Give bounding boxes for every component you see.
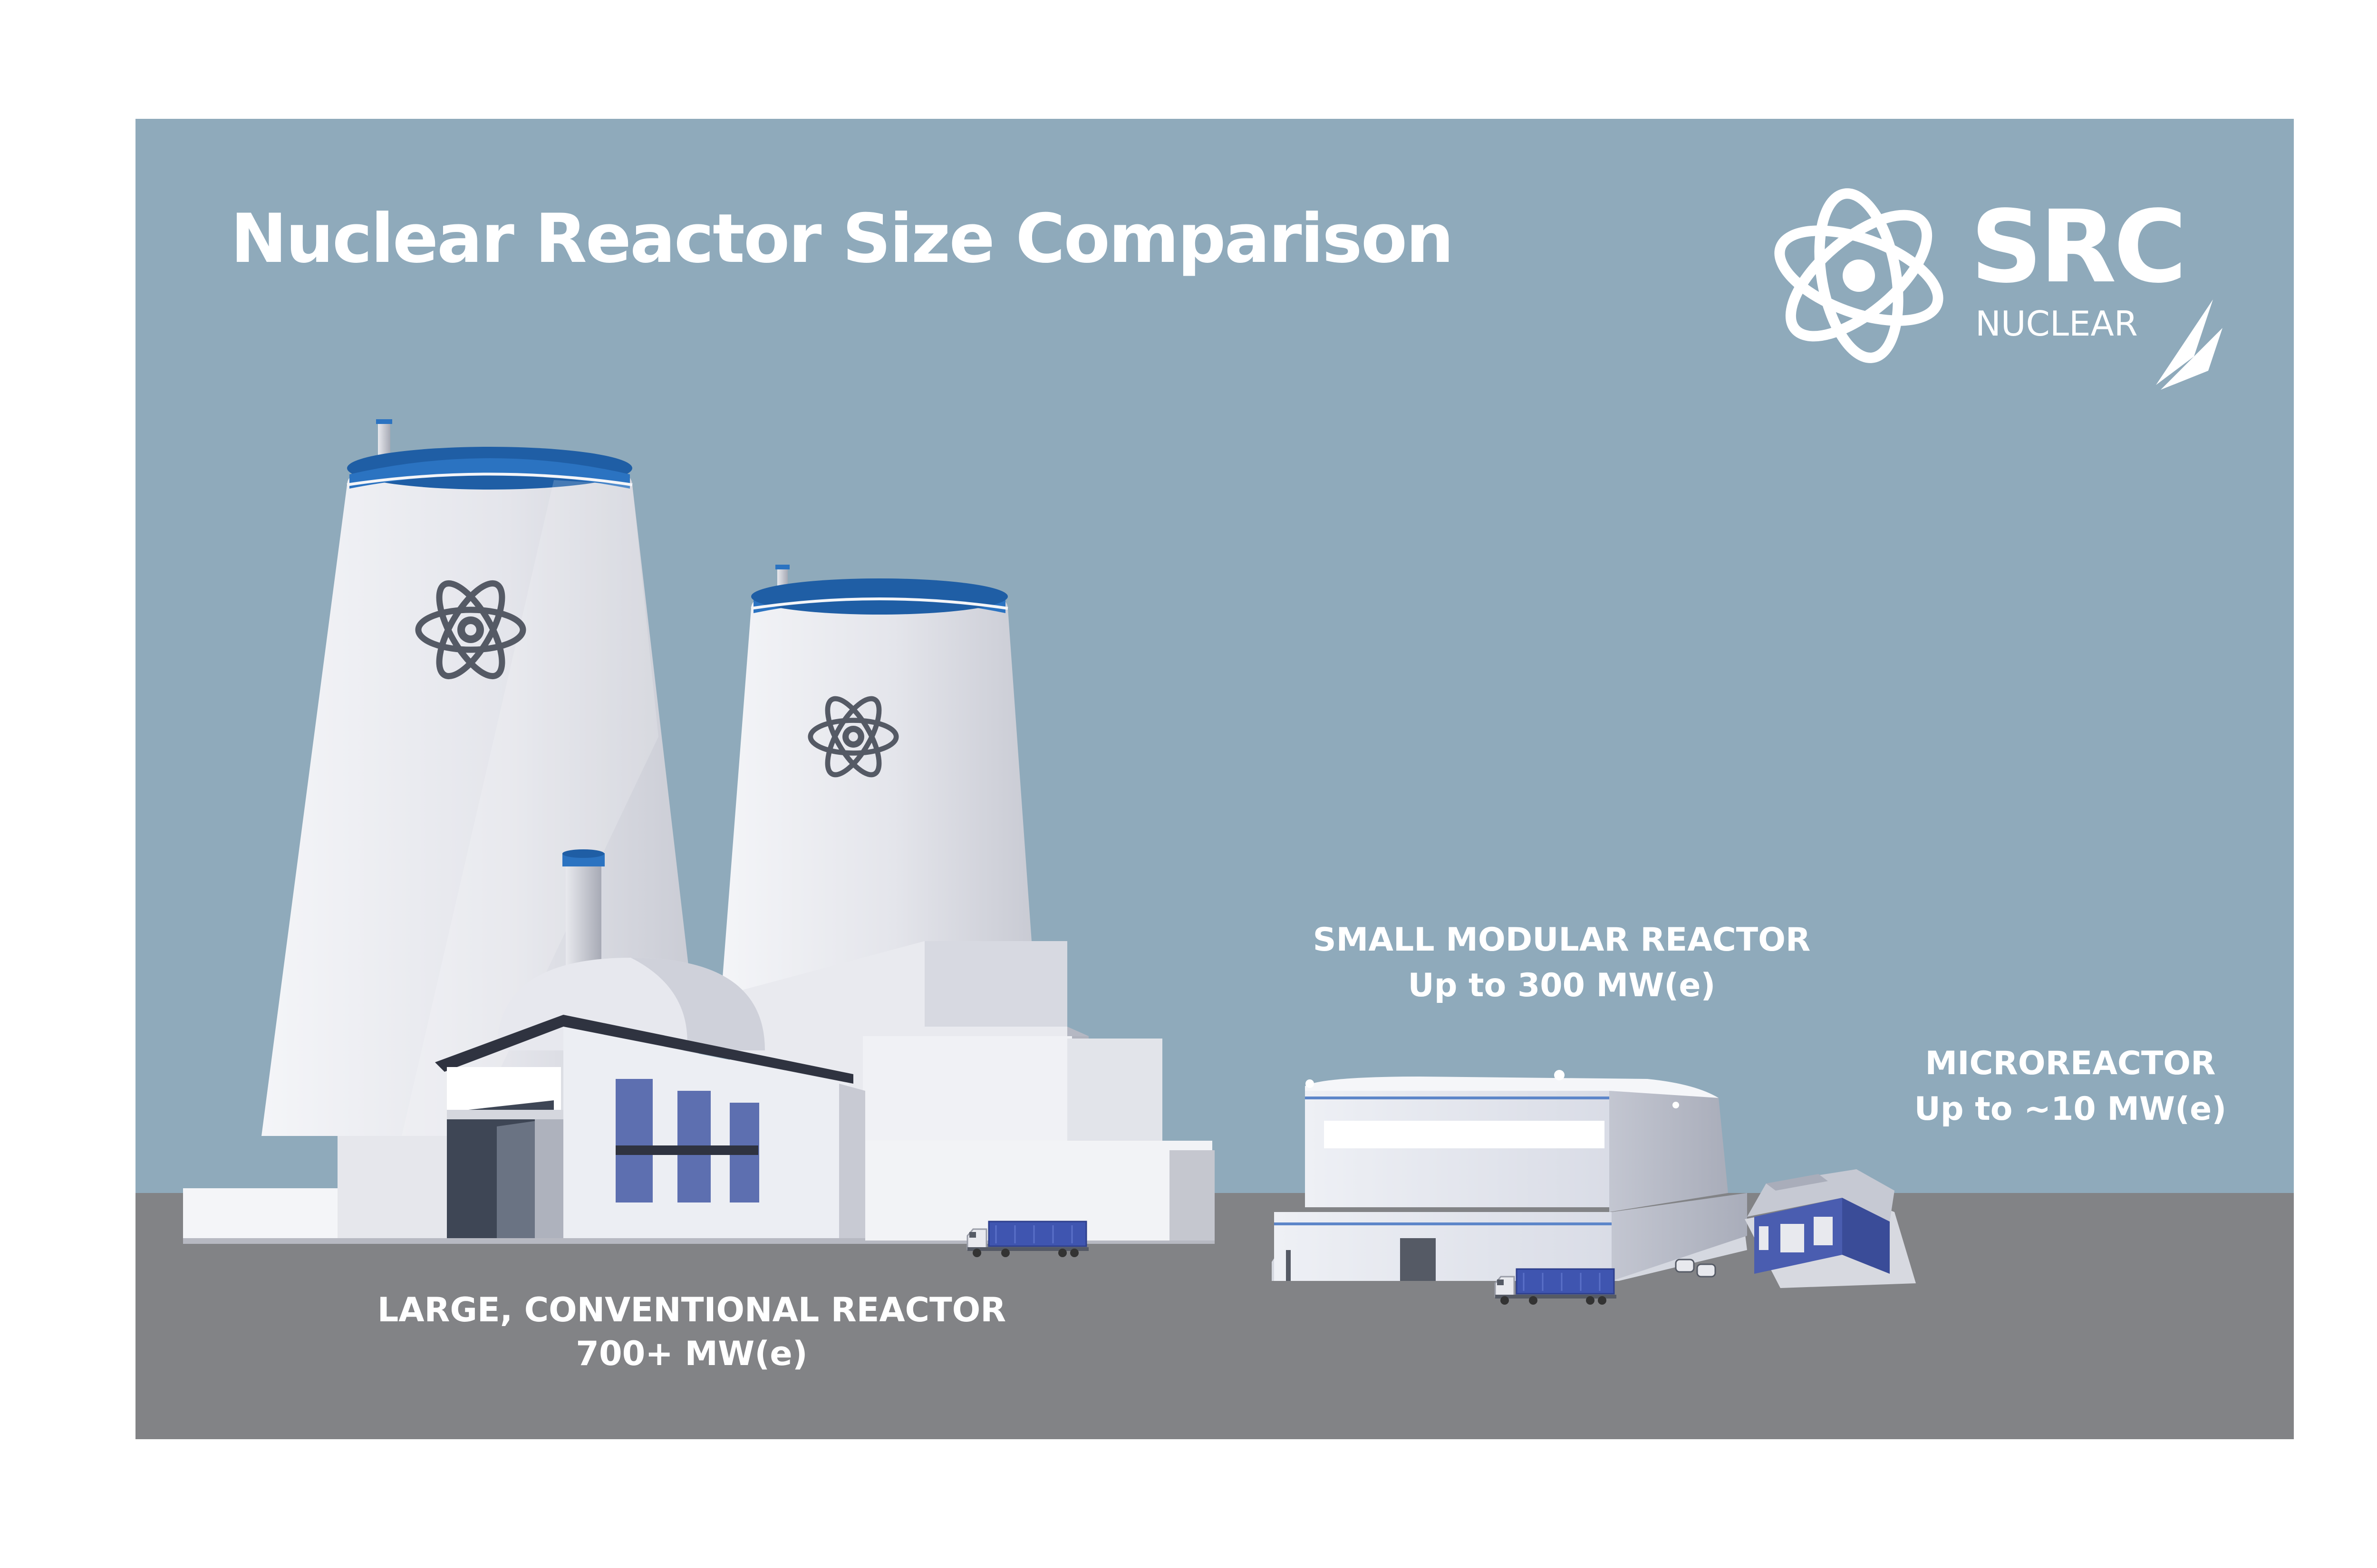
- logo-brand-text: SRC: [1971, 189, 2187, 305]
- smr-illustration: [1272, 1070, 1747, 1306]
- microreactor-illustration: [1675, 1169, 1916, 1288]
- scene: [135, 119, 2294, 1439]
- cooling-tower-back: [720, 565, 1036, 1008]
- smr-capacity: Up to 300 MW(e): [1408, 967, 1716, 1004]
- microreactor-capacity: Up to ~10 MW(e): [1914, 1090, 2227, 1128]
- smr-label: SMALL MODULAR REACTOR Up to 300 MW(e): [1253, 917, 1871, 1009]
- microreactor-label: MICROREACTOR Up to ~10 MW(e): [1856, 1041, 2284, 1132]
- smr-name: SMALL MODULAR REACTOR: [1313, 921, 1811, 959]
- large-reactor-capacity: 700+ MW(e): [576, 1334, 808, 1373]
- large-reactor-label: LARGE, CONVENTIONAL REACTOR 700+ MW(e): [335, 1288, 1048, 1376]
- infographic-panel: Nuclear Reactor Size Comparison SRC NUCL…: [135, 119, 2294, 1439]
- page-title: Nuclear Reactor Size Comparison: [231, 200, 1454, 278]
- large-reactor-illustration: [183, 419, 1215, 1258]
- logo-sub-text: NUCLEAR: [1975, 304, 2138, 344]
- microreactor-name: MICROREACTOR: [1925, 1045, 2216, 1082]
- src-feather-icon: [2156, 299, 2222, 390]
- src-atom-logo-icon: [1774, 188, 1943, 363]
- large-reactor-name: LARGE, CONVENTIONAL REACTOR: [377, 1290, 1006, 1329]
